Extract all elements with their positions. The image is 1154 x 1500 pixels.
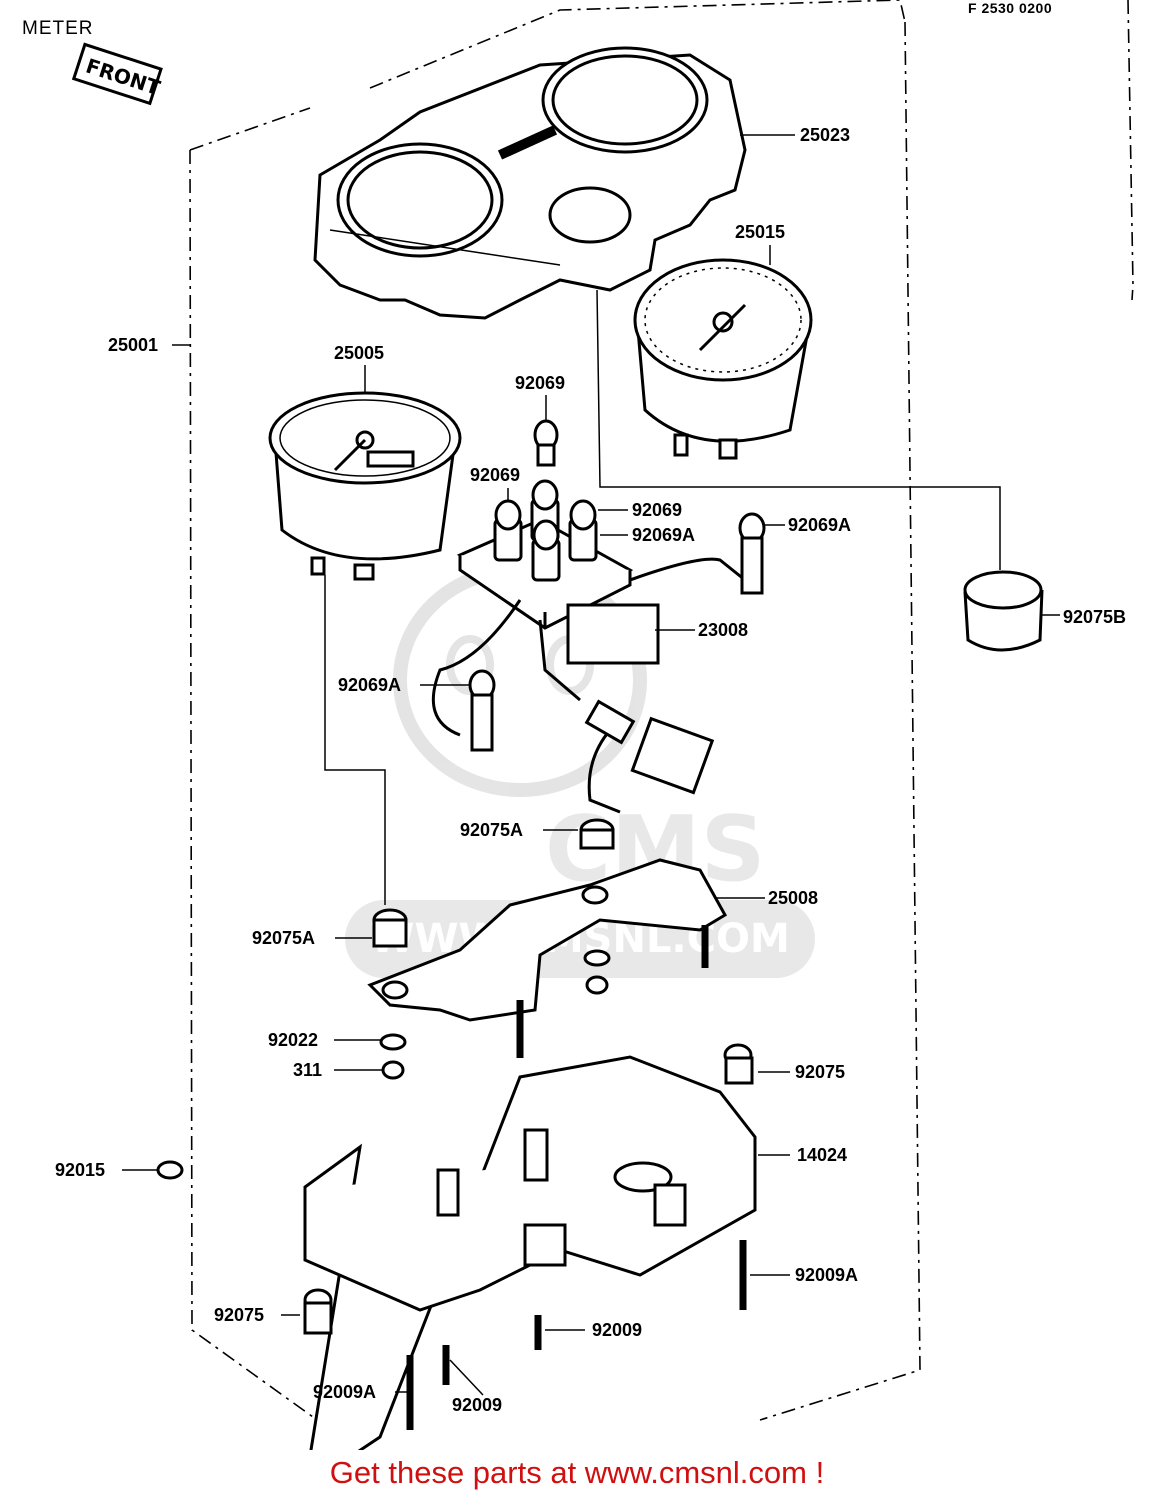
part-label-92075a-left: 92075A xyxy=(252,928,316,948)
part-label-92075-left: 92075 xyxy=(214,1305,265,1325)
tachometer xyxy=(633,258,813,460)
grommet-92075b xyxy=(963,570,1044,652)
part-label-25023: 25023 xyxy=(800,125,851,145)
meter-cover-upper xyxy=(313,46,747,320)
part-label-92022: 92022 xyxy=(268,1030,319,1050)
part-label-311: 311 xyxy=(293,1060,323,1080)
part-label-92015: 92015 xyxy=(55,1160,106,1180)
part-label-92069-left: 92069 xyxy=(470,465,521,485)
part-label-25008: 25008 xyxy=(768,888,819,908)
part-label-25001: 25001 xyxy=(108,335,159,355)
page-title: METER xyxy=(22,18,94,39)
speedometer xyxy=(268,391,462,581)
part-label-14024: 14024 xyxy=(797,1145,848,1165)
meter-case-lower xyxy=(156,1043,757,1450)
figure-code: F 2530 0200 xyxy=(968,0,1053,16)
part-label-23008: 23008 xyxy=(698,620,749,640)
part-label-92075-right: 92075 xyxy=(795,1062,846,1082)
part-label-92069a-left: 92069A xyxy=(338,675,402,695)
bulb-sockets xyxy=(468,512,766,795)
part-label-92009-mid: 92009 xyxy=(592,1320,643,1340)
assembly-frame xyxy=(189,0,1134,1450)
part-label-92075a-mid: 92075A xyxy=(460,820,524,840)
front-arrow-icon: FRONT xyxy=(71,42,163,106)
part-label-25015: 25015 xyxy=(735,222,786,242)
leader-lines xyxy=(122,134,1060,1396)
indicator-bulb-block xyxy=(456,419,660,702)
part-label-92069-right: 92069 xyxy=(632,500,683,520)
part-label-92069a-mid: 92069A xyxy=(632,525,696,545)
exploded-parts-diagram: CMS WWW.CMSNL.COM FRONT xyxy=(71,0,1134,1450)
wiring-harness xyxy=(431,557,746,814)
part-label-25005: 25005 xyxy=(334,343,385,363)
part-label-92009a-bottom: 92009A xyxy=(313,1382,377,1402)
part-label-92009-bottom: 92009 xyxy=(452,1395,503,1415)
part-label-92069a-right: 92069A xyxy=(788,515,852,535)
part-label-92009a-right: 92009A xyxy=(795,1265,859,1285)
promo-link[interactable]: Get these parts at www.cmsnl.com ! xyxy=(329,1455,825,1490)
meter-bracket xyxy=(367,818,728,1080)
part-label-92075b: 92075B xyxy=(1063,607,1127,627)
part-label-92069-top: 92069 xyxy=(515,373,566,393)
